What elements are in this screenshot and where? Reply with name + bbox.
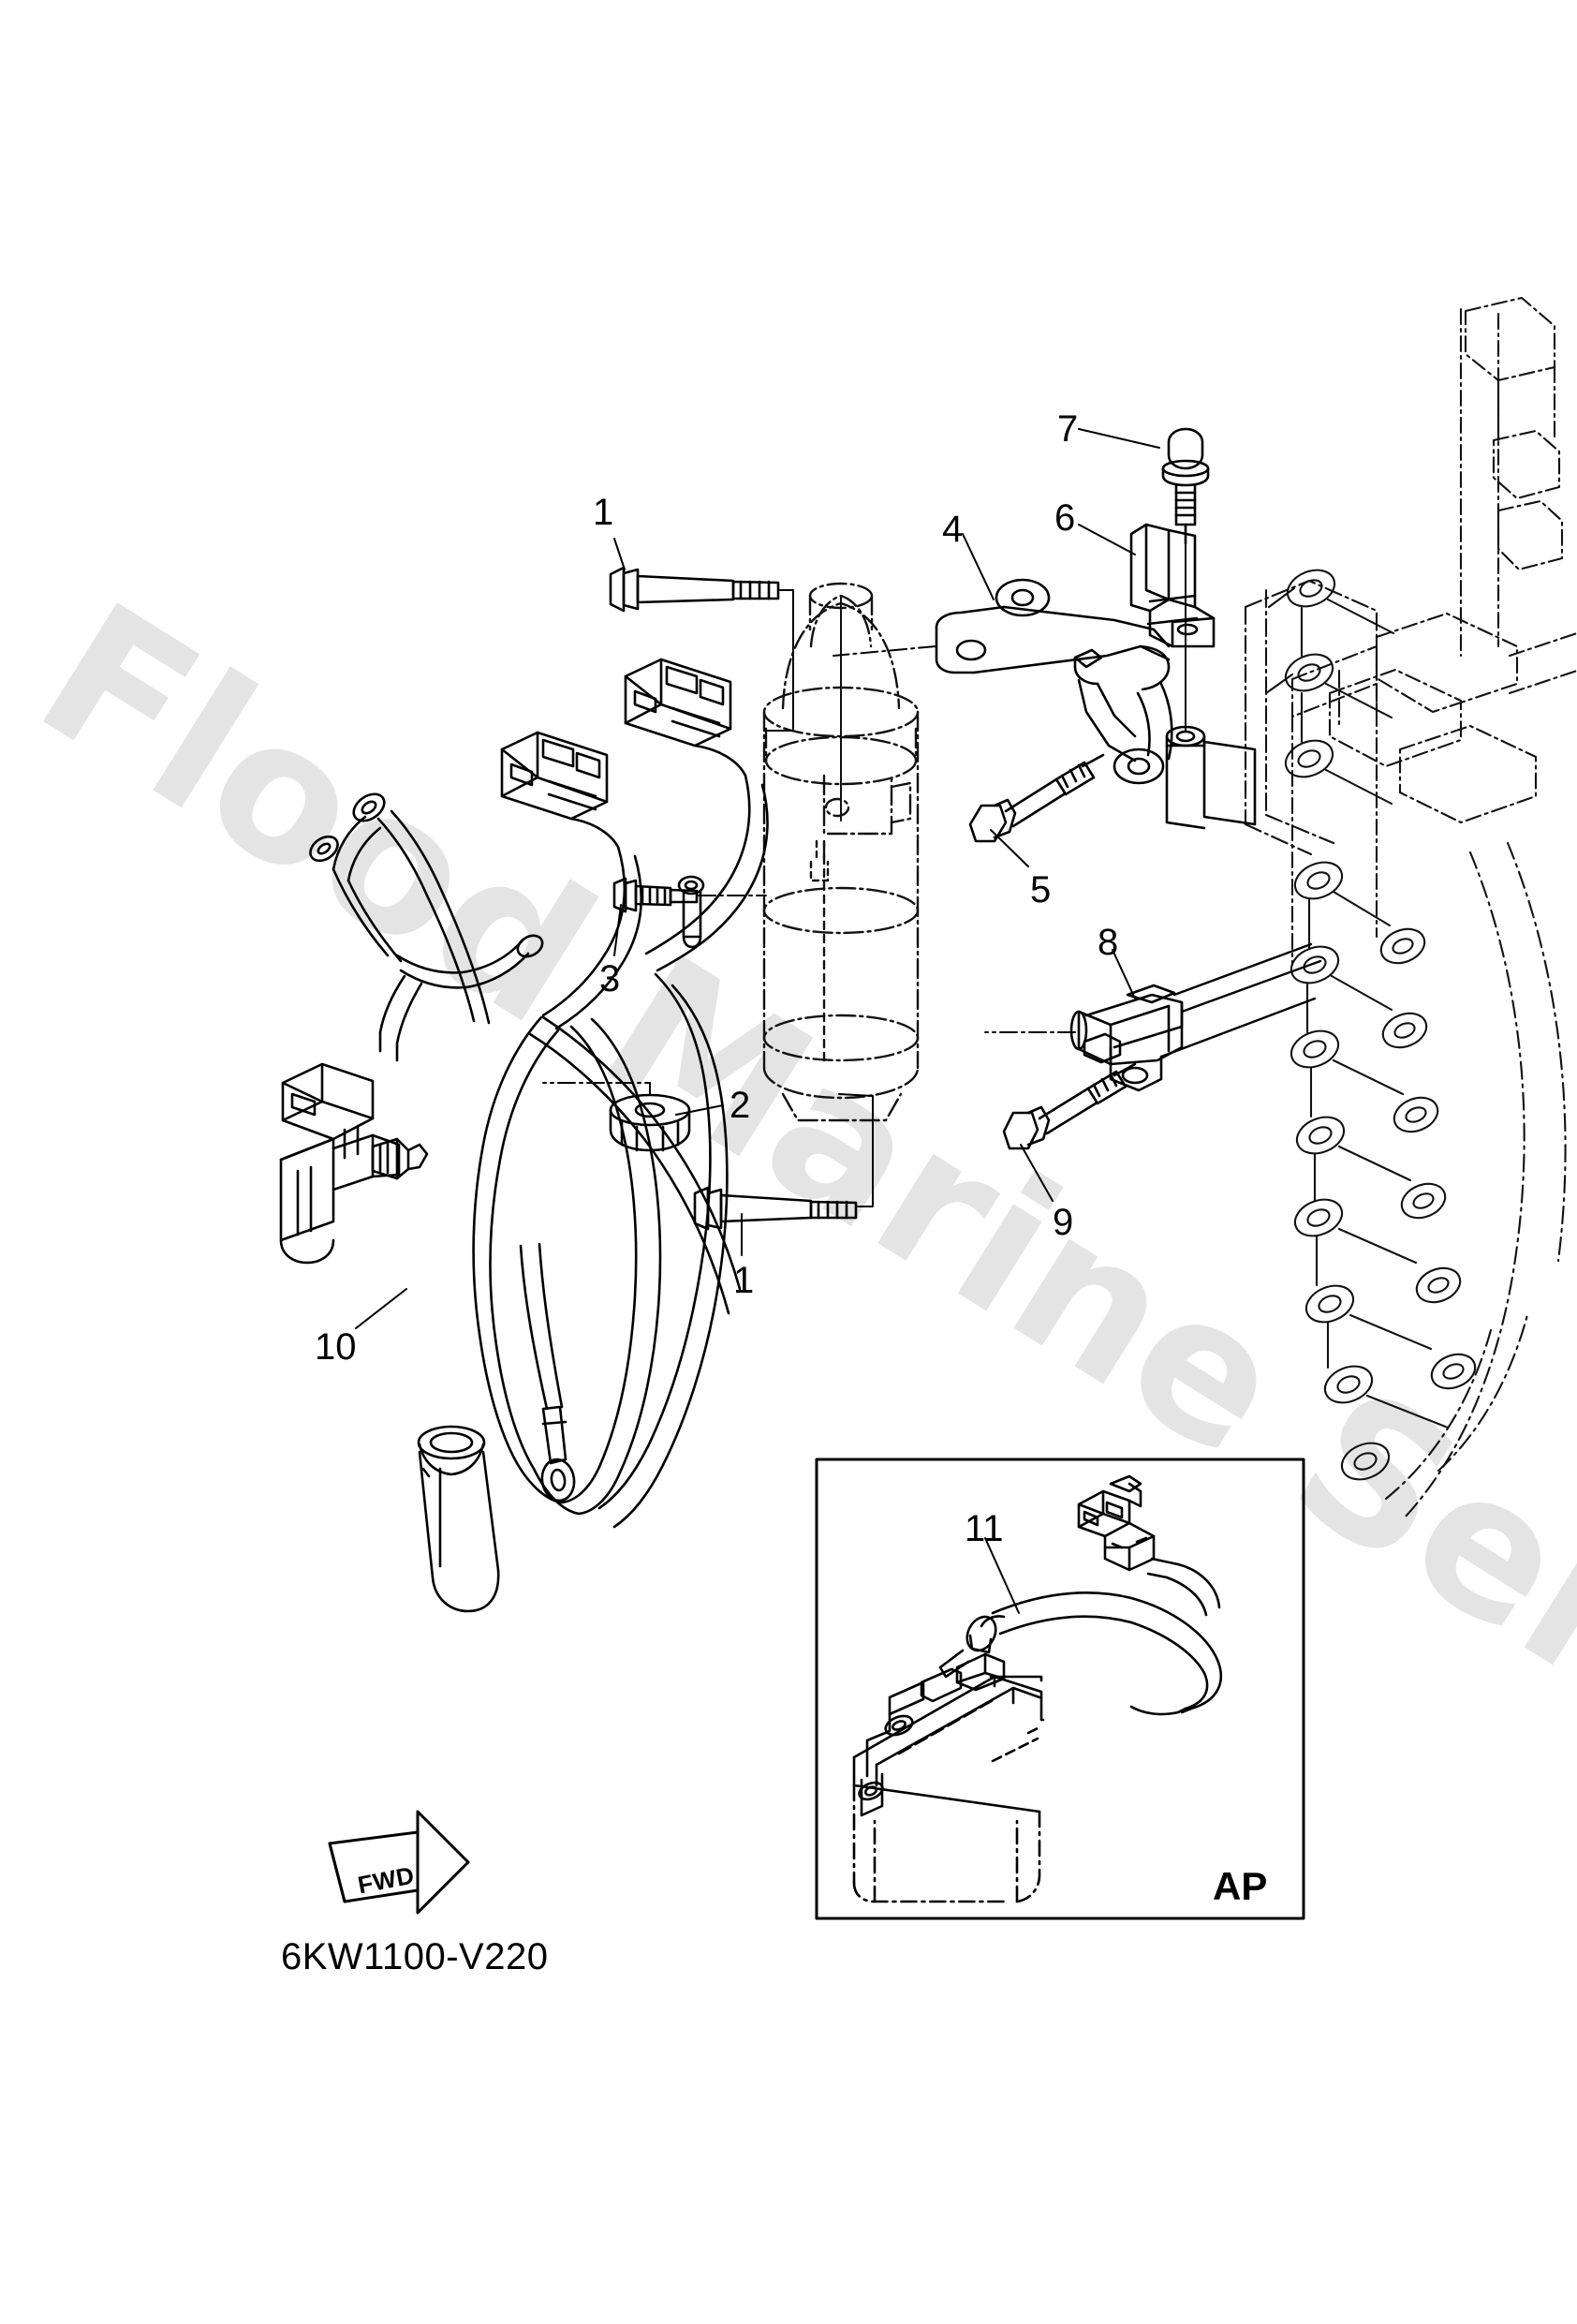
callout-1-lower: 1 — [733, 1260, 755, 1301]
leader-line-2 — [675, 1104, 724, 1116]
leader-line-4 — [962, 533, 995, 600]
callout-11: 11 — [965, 1508, 1004, 1549]
bolt-1-upper — [609, 566, 780, 613]
ring-terminal-3 — [677, 875, 705, 949]
callout-1-upper: 1 — [593, 492, 614, 533]
leader-line-11 — [984, 1537, 1020, 1614]
leader-line-5 — [990, 829, 1029, 867]
inset-box — [815, 1458, 1305, 1920]
bolt-9 — [1002, 1062, 1137, 1150]
callout-3: 3 — [599, 958, 621, 999]
assembly-line-4 — [833, 645, 936, 657]
battery-reference — [852, 1652, 1045, 1903]
battery-cable-11 — [938, 1474, 1223, 1716]
diagram-part-number: 6KW1100-V220 — [281, 1936, 549, 1977]
cable-run-8 — [1159, 942, 1322, 1058]
callout-6: 6 — [1054, 497, 1076, 539]
leader-line-6 — [1078, 524, 1136, 555]
callout-7: 7 — [1057, 408, 1079, 450]
mount-pad-7 — [1165, 725, 1257, 830]
assembly-line-1-lower — [838, 1093, 874, 1207]
fwd-arrow-icon — [328, 1810, 470, 1915]
leader-line-1-upper — [613, 538, 626, 570]
callout-5: 5 — [1030, 869, 1052, 910]
leader-line-8 — [1112, 949, 1136, 999]
inset-label-ap: AP — [1213, 1864, 1268, 1908]
leader-line-9 — [1020, 1144, 1054, 1202]
bolt-1-lower — [693, 1186, 858, 1231]
bolt-7 — [1161, 427, 1210, 545]
wire-harness-10 — [279, 658, 769, 1613]
callout-2: 2 — [730, 1085, 751, 1126]
clamp-stay-6 — [1129, 523, 1216, 648]
cable-clamp-8 — [1069, 984, 1184, 1092]
leader-line-10 — [355, 1288, 407, 1329]
engine-block-reference — [1290, 296, 1577, 967]
callout-9: 9 — [1053, 1202, 1074, 1243]
leader-line-7 — [1078, 428, 1160, 449]
bolt-3 — [612, 877, 699, 913]
engine-block-upper-detail — [1244, 579, 1378, 856]
starter-motor-reference — [762, 582, 920, 1122]
bolt-5 — [968, 753, 1105, 843]
engine-block-bosses — [1264, 569, 1567, 1519]
callout-8: 8 — [1098, 922, 1119, 963]
assembly-line-1-upper — [764, 589, 794, 732]
callout-10: 10 — [315, 1326, 357, 1368]
bracket-arm-4 — [935, 578, 1173, 785]
callout-4: 4 — [942, 509, 964, 550]
assembly-line-2 — [542, 1082, 651, 1096]
